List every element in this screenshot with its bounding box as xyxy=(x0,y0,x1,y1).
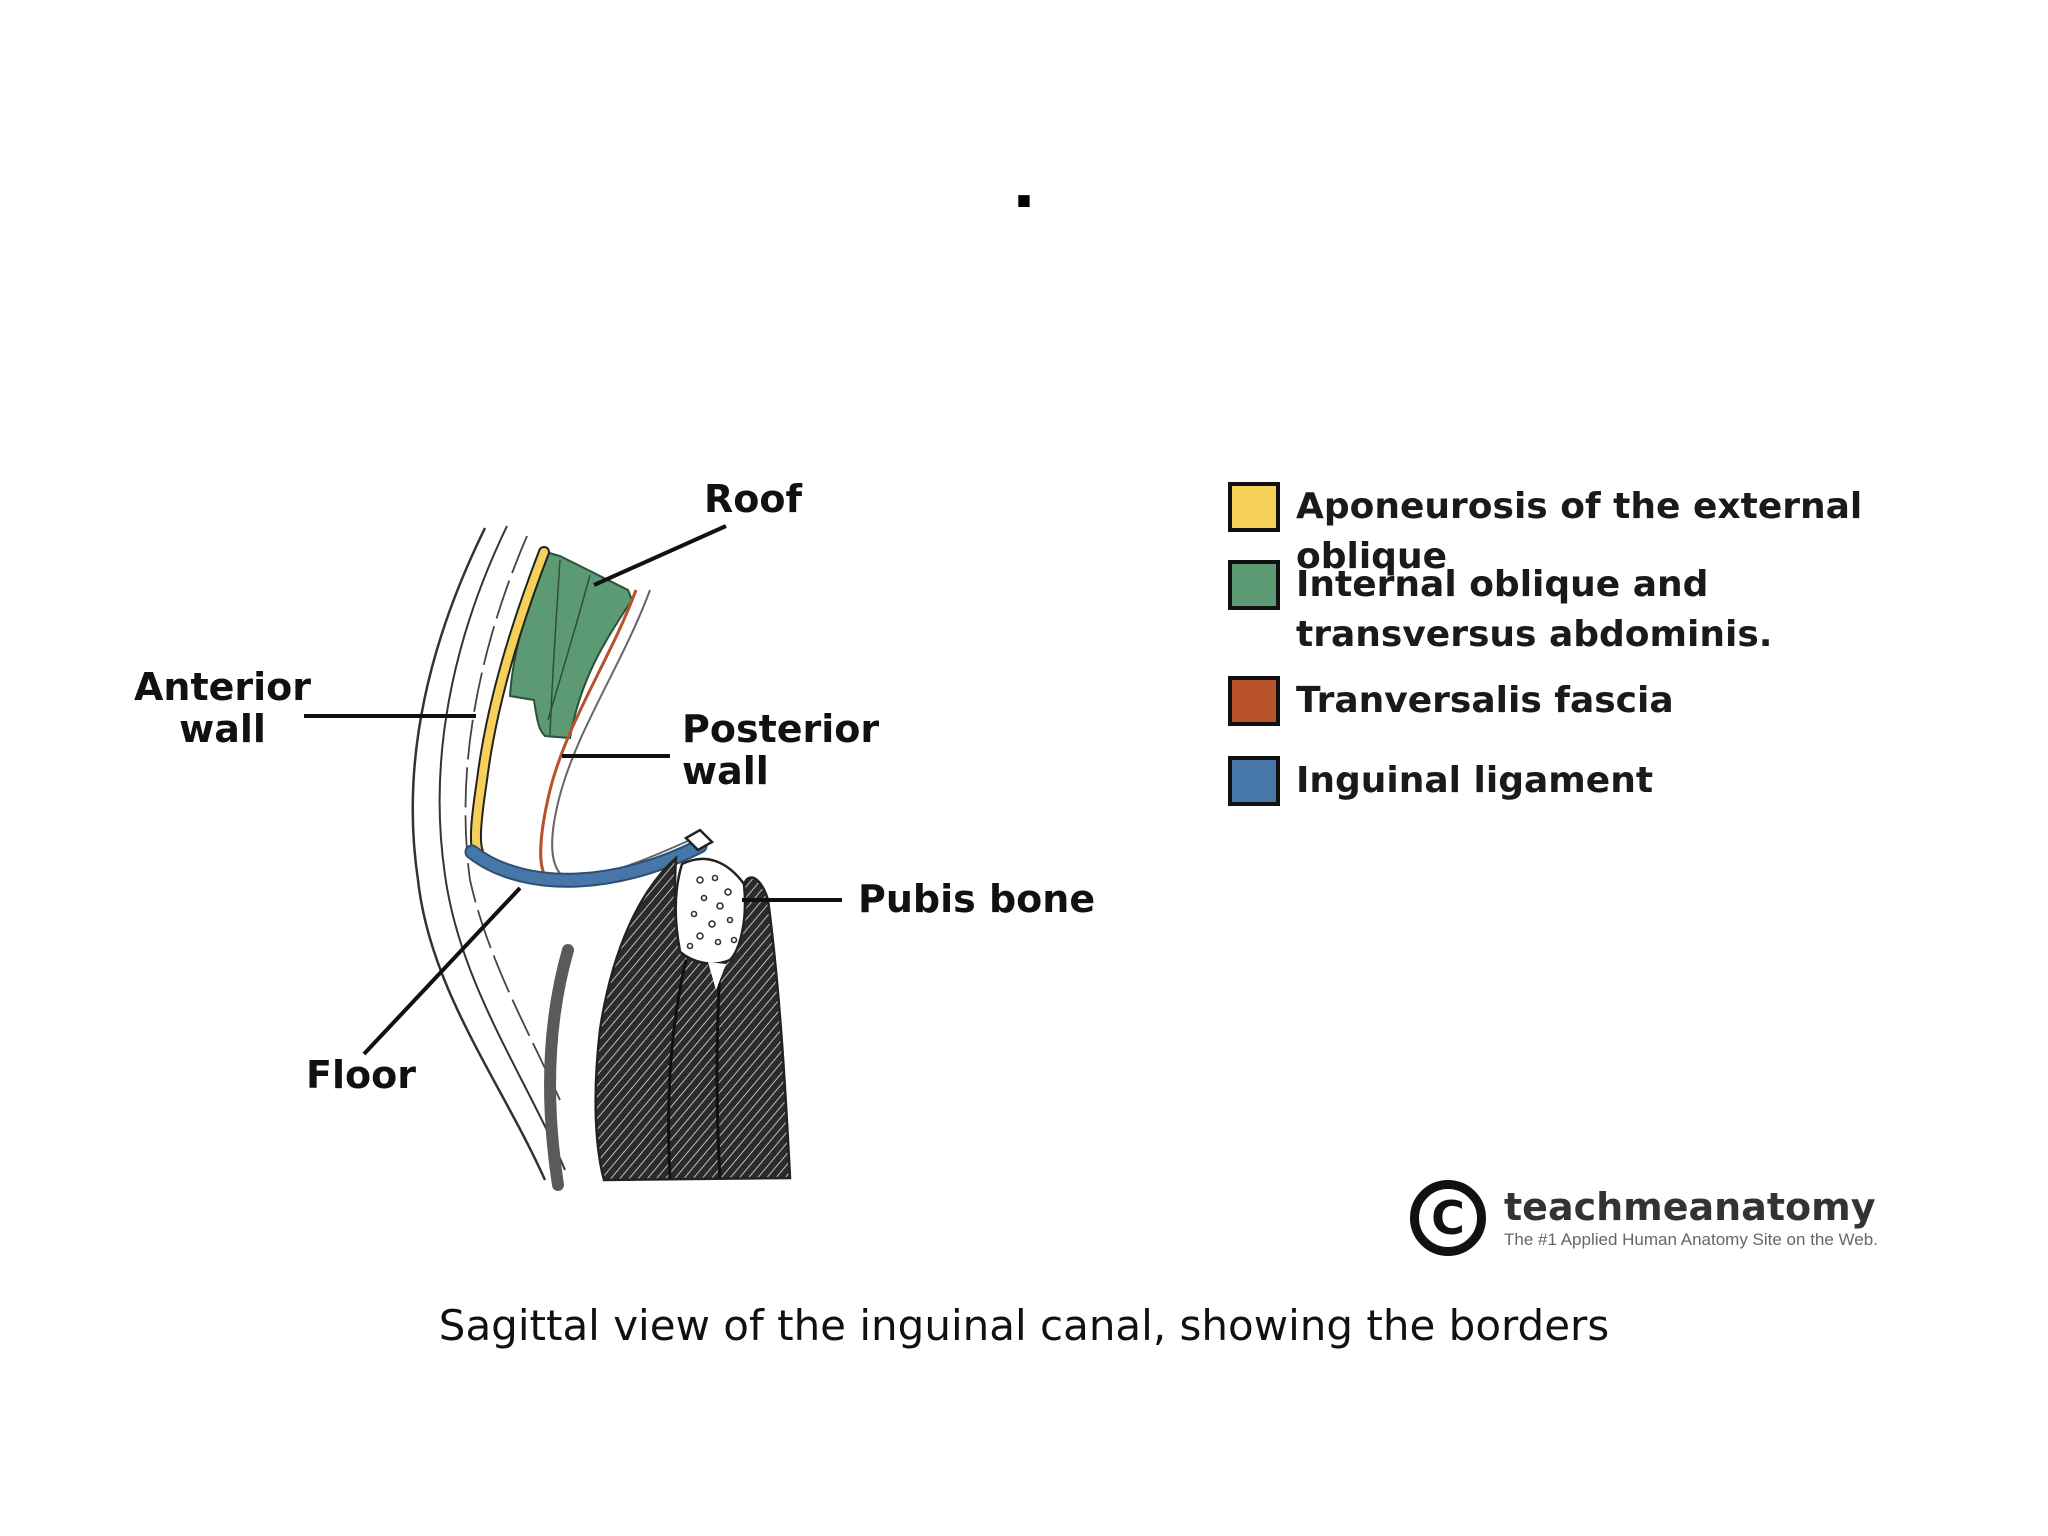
legend-label-transversalis: Tranversalis fascia xyxy=(1296,680,1674,721)
pubis-bone xyxy=(674,857,747,965)
posterior-wall-label-line-2: wall xyxy=(682,749,769,793)
legend-item-aponeurosis: Aponeurosis of the external oblique xyxy=(1228,482,1976,582)
copyright-icon: C xyxy=(1410,1180,1486,1256)
pubic-tubercle xyxy=(683,828,715,852)
legend-swatch-internal-oblique xyxy=(1228,560,1280,610)
teachmeanatomy-logo: C teachmeanatomy The #1 Applied Human An… xyxy=(1410,1180,1878,1256)
roof-label: Roof xyxy=(704,477,803,521)
thigh-muscle-septum-2 xyxy=(715,967,722,1179)
floor-leader-line xyxy=(362,886,522,1056)
floor-label: Floor xyxy=(306,1053,416,1097)
logo-tagline: The #1 Applied Human Anatomy Site on the… xyxy=(1504,1230,1878,1249)
logo-text: teachmeanatomy The #1 Applied Human Anat… xyxy=(1504,1185,1878,1251)
legend-swatch-inguinal-ligament xyxy=(1228,756,1280,806)
thigh-muscle-notch xyxy=(708,962,726,990)
roof-leader-line xyxy=(593,524,727,587)
anterior-wall-label-line-1: Anterior xyxy=(134,665,312,709)
transversalis-fascia xyxy=(539,589,638,882)
legend-swatch-transversalis xyxy=(1228,676,1280,726)
legend-item-transversalis: Tranversalis fascia xyxy=(1228,676,1976,726)
thigh-muscle-mass xyxy=(594,855,792,1182)
figure-caption: Sagittal view of the inguinal canal, sho… xyxy=(438,1301,1610,1350)
skin-outline-inner xyxy=(464,535,561,1101)
slide-title: . xyxy=(1012,135,1036,224)
legend-item-internal-oblique: Internal oblique and transversus abdomin… xyxy=(1228,560,1916,660)
posterior-wall-label-line-1: Posterior xyxy=(682,707,880,751)
legend-label-aponeurosis: Aponeurosis of the external oblique xyxy=(1296,486,1863,577)
legend-item-inguinal-ligament: Inguinal ligament xyxy=(1228,756,1976,806)
legend-label-inguinal-ligament: Inguinal ligament xyxy=(1296,760,1654,801)
anterior-wall-label: Anterior wall xyxy=(134,666,311,750)
inguinal-ligament-fill xyxy=(466,840,706,886)
legend-label-internal-oblique: Internal oblique and transversus abdomin… xyxy=(1296,564,1773,655)
internal-oblique-striation-2 xyxy=(547,574,591,721)
thigh-muscle-septum-1 xyxy=(667,959,688,1179)
anterior-wall-label-line-2: wall xyxy=(179,707,266,751)
logo-name: teachmeanatomy xyxy=(1504,1185,1876,1229)
spermatic-cord xyxy=(544,944,574,1191)
skin-outline-middle xyxy=(438,525,566,1171)
pubis-bone-texture xyxy=(686,874,738,950)
external-oblique-aponeurosis-fill xyxy=(471,548,548,856)
skin-outline-outer xyxy=(411,527,547,1181)
pubis-bone-label: Pubis bone xyxy=(858,877,1096,921)
internal-oblique-striation-1 xyxy=(549,559,561,736)
legend-swatch-aponeurosis xyxy=(1228,482,1280,532)
posterior-wall-label: Posterior wall xyxy=(682,708,879,792)
